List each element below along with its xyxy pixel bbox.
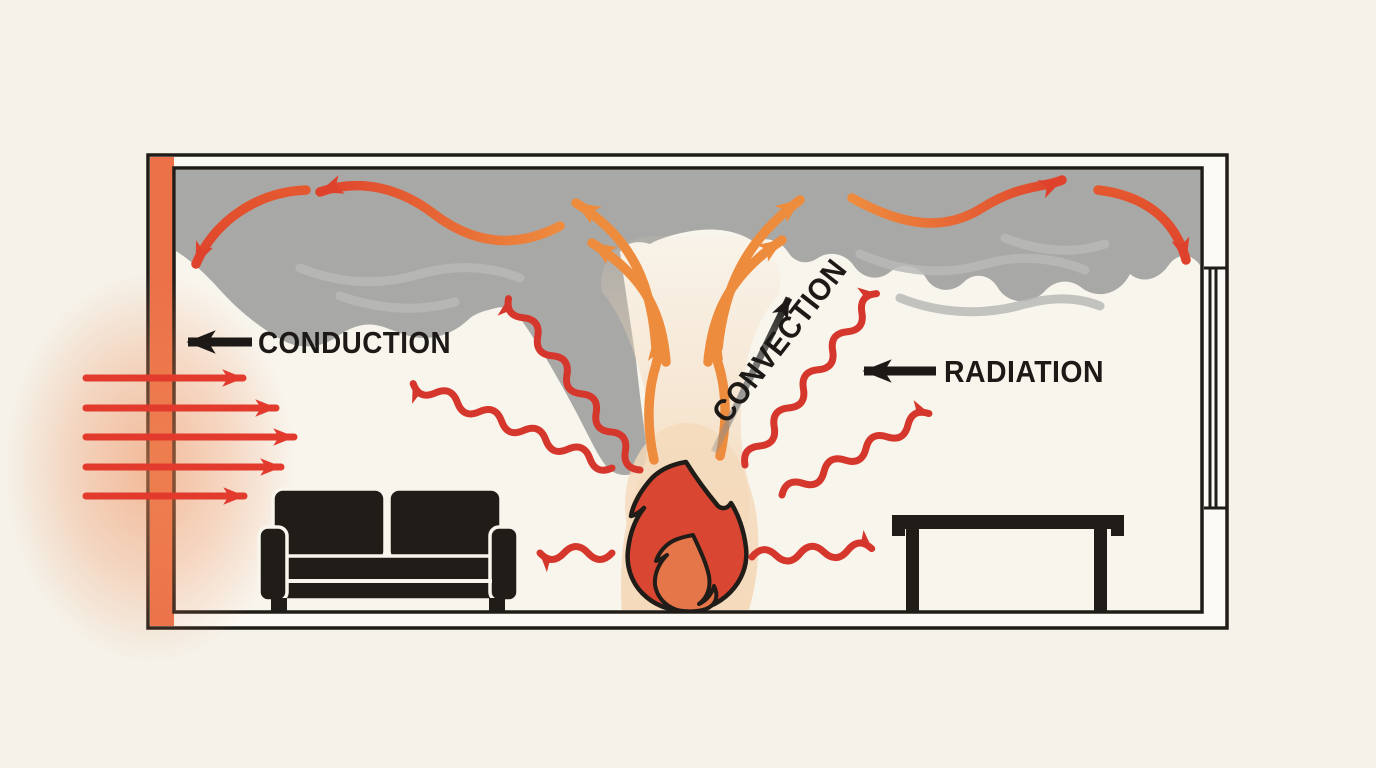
radiation-wave-up-right [741, 287, 880, 469]
ceiling-fan-arrow-right-1 [713, 195, 805, 353]
conduction-label: CONDUCTION [258, 325, 451, 360]
radiation-wave-right-up [778, 400, 933, 499]
convection-flow-arrows [191, 175, 1191, 465]
ceiling-s-arrow-right [847, 175, 1067, 228]
wall-down-arrow-right [1093, 185, 1191, 265]
table-icon [892, 515, 1124, 612]
radiation-label: RADIATION [944, 354, 1104, 389]
smoke-streaks [295, 233, 1110, 317]
ceiling-s-arrow-left [315, 175, 565, 246]
radiation-wave-to-table [748, 530, 876, 565]
window-icon [1204, 266, 1227, 510]
convection-pointer-arrow [710, 296, 793, 454]
flame-inner [652, 533, 719, 614]
ceiling-fan-arrow-left-1 [571, 198, 661, 353]
radiation-arrows [409, 287, 933, 573]
radiation-wave-to-couch [536, 543, 616, 573]
conduction-arrows [82, 369, 298, 505]
ceiling-fan-arrow-left-2 [587, 238, 671, 367]
ceiling-fan-arrow-right-2 [703, 235, 787, 367]
couch-icon [257, 487, 520, 612]
smoke-cloud [176, 170, 1200, 476]
fire-icon [625, 459, 749, 614]
radiation-wave-left [409, 380, 616, 474]
radiation-wave-up-left [497, 295, 644, 474]
wall-down-arrow-left [191, 185, 311, 269]
